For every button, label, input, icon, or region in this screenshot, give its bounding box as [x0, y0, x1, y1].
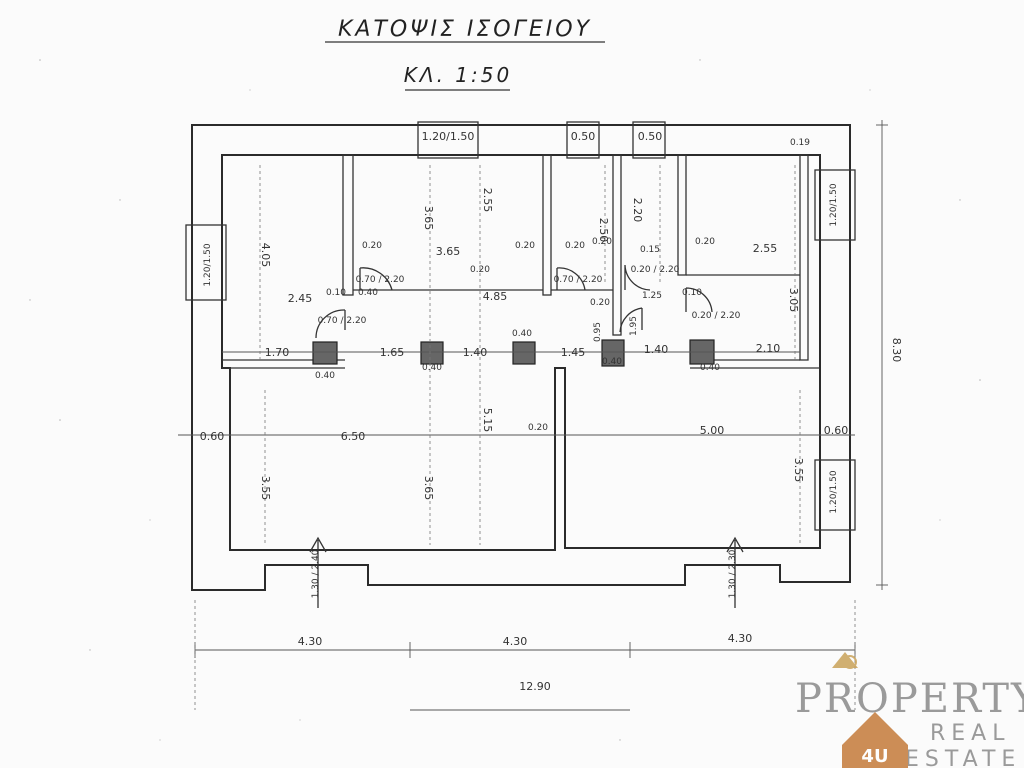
- dim-room1-height: 4.05: [259, 243, 272, 268]
- dimension-labels: 1.20/1.50 0.50 0.50 0.19 1.20/1.50 1.20/…: [200, 130, 903, 693]
- dim-195: 1.95: [629, 316, 639, 336]
- col-040-e: 0.40: [700, 363, 720, 373]
- dim-left-window: 1.20/1.50: [203, 243, 213, 286]
- logo-line2: REAL: [930, 721, 1011, 746]
- column-4: [601, 339, 625, 367]
- dim-060-left: 0.60: [200, 430, 225, 443]
- dim-bottom-1: 4.30: [298, 635, 323, 648]
- dim-bottom-3: 4.30: [728, 632, 753, 645]
- dim-020-g: 0.20: [470, 265, 490, 275]
- door-d-size: 0.20 / 2.20: [631, 265, 680, 275]
- dim-355-left: 3.55: [259, 476, 272, 501]
- dim-170: 1.70: [265, 346, 290, 359]
- dim-010-b: 0.10: [682, 288, 702, 298]
- dim-165: 1.65: [380, 346, 405, 359]
- dim-room2-height-b: 2.55: [481, 188, 494, 213]
- dimension-lines: [178, 120, 888, 711]
- dim-060-right: 0.60: [824, 424, 849, 437]
- door-c-size: 0.70 / 2.20: [318, 316, 367, 326]
- dim-bottom-2: 4.30: [503, 635, 528, 648]
- entry-right-size: 1.30 / 2.30: [728, 549, 738, 598]
- interior-walls: [222, 154, 820, 369]
- plan-title: ΚΑΤΟΨΙΣ ΙΣΟΓΕΙΟΥ: [338, 17, 592, 42]
- house-icon: [842, 712, 908, 768]
- dim-room5-width: 2.55: [753, 242, 778, 255]
- dim-room4-height: 2.20: [631, 198, 644, 223]
- dim-020-e: 0.20: [695, 237, 715, 247]
- dim-right-window-top: 1.20/1.50: [829, 183, 839, 226]
- dim-total-height: 8.30: [890, 338, 903, 363]
- dim-145: 1.45: [561, 346, 586, 359]
- logo-brand: PROPERTY: [795, 676, 1024, 722]
- dim-room2-width: 3.65: [436, 245, 461, 258]
- dim-355-right: 3.55: [792, 458, 805, 483]
- door-b-size: 0.70 / 2.20: [554, 275, 603, 285]
- dim-210: 2.10: [756, 342, 781, 355]
- dim-365: 3.65: [422, 476, 435, 501]
- dim-room3-height: 2.50: [597, 218, 610, 243]
- col-040-c: 0.40: [512, 329, 532, 339]
- dim-500: 5.00: [700, 424, 725, 437]
- dim-top-window-1: 1.20/1.50: [422, 130, 475, 143]
- column-2: [420, 341, 444, 365]
- doors: [315, 264, 713, 339]
- paper-speckle: [29, 59, 981, 741]
- property-4u-logo: PROPERTY REAL ESTATE 4U: [795, 652, 1024, 768]
- door-a-size: 0.70 / 2.20: [356, 275, 405, 285]
- dim-040: 0.40: [358, 288, 378, 298]
- logo-badge: 4U: [861, 746, 888, 767]
- entry-arrows: [309, 536, 744, 608]
- dim-140-a: 1.40: [463, 346, 488, 359]
- dim-020-c: 0.20: [565, 241, 585, 251]
- col-040-d: 0.40: [602, 357, 622, 367]
- dim-020-f: 0.20: [590, 298, 610, 308]
- dim-020-a: 0.20: [362, 241, 382, 251]
- dim-650: 6.50: [341, 430, 366, 443]
- dim-125: 1.25: [642, 291, 662, 301]
- dim-room2-height-a: 3.65: [422, 206, 435, 231]
- dim-top-window-3: 0.50: [638, 130, 663, 143]
- dim-total-width: 12.90: [519, 680, 551, 693]
- dim-room5-height: 3.05: [787, 288, 800, 313]
- entry-left-size: 1.30 / 2.40: [311, 549, 321, 598]
- column-1: [312, 341, 338, 365]
- door-e-size: 0.20 / 2.20: [692, 311, 741, 321]
- col-040-b: 0.40: [422, 363, 442, 373]
- dim-right-window-bottom: 1.20/1.50: [829, 470, 839, 513]
- dim-485: 4.85: [483, 290, 508, 303]
- dim-020-mid: 0.20: [528, 423, 548, 433]
- logo-line3: ESTATE: [905, 747, 1021, 768]
- dim-top-window-2: 0.50: [571, 130, 596, 143]
- dim-245: 2.45: [288, 292, 313, 305]
- dim-020-d: 0.20: [592, 237, 612, 247]
- dim-top-right: 0.19: [790, 138, 810, 148]
- windows: [185, 121, 856, 531]
- col-040-a: 0.40: [315, 371, 335, 381]
- dim-020-b: 0.20: [515, 241, 535, 251]
- dim-015: 0.15: [640, 245, 660, 255]
- column-3: [512, 341, 536, 365]
- plan-scale: ΚΛ. 1:50: [404, 63, 512, 87]
- dim-140-b: 1.40: [644, 343, 669, 356]
- columns: [312, 339, 715, 367]
- dim-095: 0.95: [593, 322, 603, 342]
- dim-515: 5.15: [481, 408, 494, 433]
- dim-010-a: 0.10: [326, 288, 346, 298]
